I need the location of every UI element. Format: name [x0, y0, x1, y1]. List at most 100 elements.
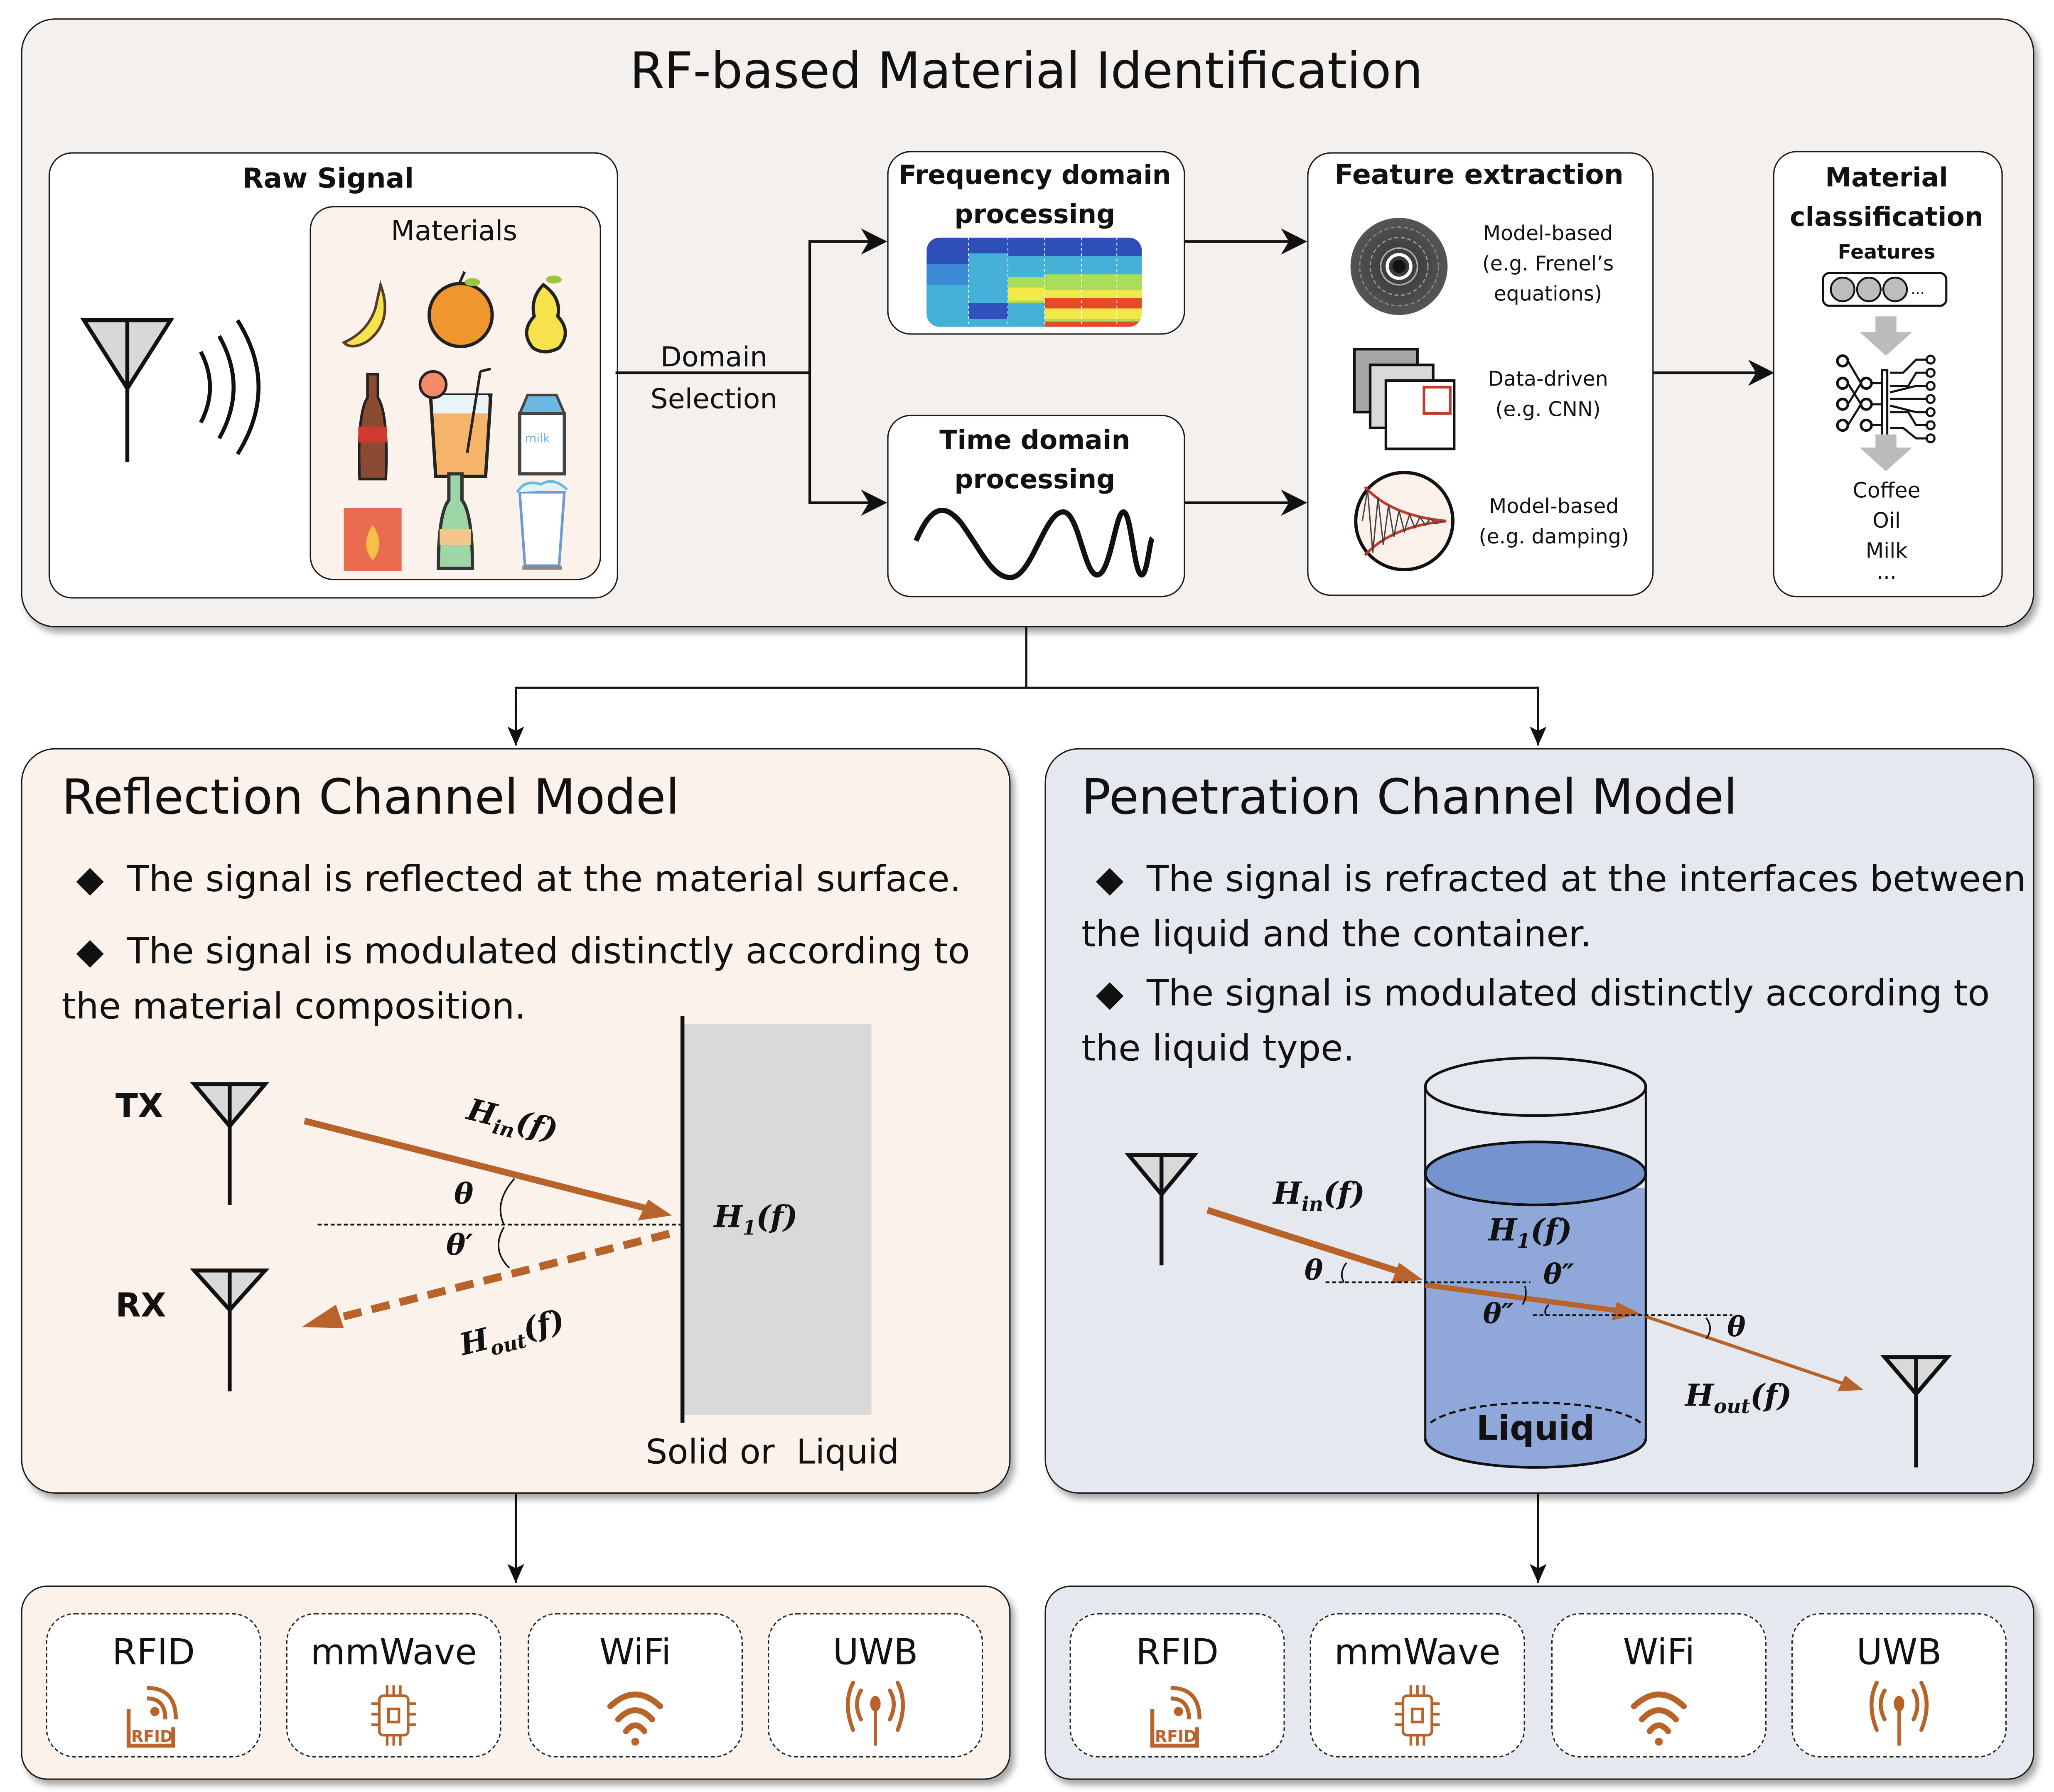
- feature-1-line2: (e.g. Frenel’s: [1482, 252, 1614, 276]
- output-milk: Milk: [1865, 538, 1908, 563]
- domain-selection-line1: Domain: [660, 341, 768, 373]
- tech-card-wifi[interactable]: WiFi: [1551, 1613, 1767, 1758]
- pen-h1-label: H1(f): [1488, 1212, 1572, 1253]
- tech-label: WiFi: [1623, 1632, 1695, 1674]
- feature-item-2-label: Data-driven (e.g. CNN): [1459, 365, 1636, 425]
- liquid-container: [1424, 1056, 1647, 1469]
- pear-icon: [525, 275, 567, 354]
- domain-selection-label: Domain Selection: [638, 336, 790, 420]
- svg-text:...: ...: [1911, 281, 1925, 298]
- raw-signal-heading: Raw Signal: [242, 162, 414, 194]
- time-waveform-icon: [914, 507, 1155, 580]
- reflection-title: Reflection Channel Model: [61, 769, 680, 826]
- incident-arrowhead: [638, 1200, 672, 1221]
- reflected-ray: [332, 1230, 671, 1323]
- tech-card-wifi[interactable]: WiFi: [527, 1613, 743, 1758]
- pen-h-in-label: Hin(f): [1273, 1176, 1365, 1217]
- output-oil: Oil: [1872, 508, 1901, 533]
- receive-antenna-icon: [1880, 1355, 1952, 1468]
- tech-card-uwb[interactable]: UWB: [768, 1613, 983, 1758]
- output-coffee: Coffee: [1853, 477, 1921, 503]
- liquid-label: Liquid: [1476, 1409, 1595, 1449]
- theta-prime-label: θ′: [446, 1228, 473, 1263]
- domain-selection-line2: Selection: [650, 383, 778, 415]
- frequency-line2: processing: [954, 198, 1115, 230]
- technologies-left-panel: RFID RFID mmWave WiFi: [21, 1586, 1011, 1780]
- signal-waves-icon: [199, 319, 261, 455]
- rfid-icon: RFID: [126, 1686, 178, 1748]
- tech-label: UWB: [1856, 1632, 1942, 1674]
- fuel-can-icon: [344, 508, 402, 571]
- uwb-antenna-icon: [846, 1681, 905, 1746]
- features-label: Features: [1838, 240, 1936, 264]
- wine-bottle-icon: [437, 472, 474, 570]
- penetration-bullet-2-line1: The signal is modulated distinctly accor…: [1146, 972, 1990, 1015]
- reflection-bullet-1: ◆ The signal is reflected at the materia…: [76, 852, 961, 907]
- time-line2: processing: [954, 463, 1115, 495]
- exit-ray: [1645, 1315, 1851, 1388]
- tech-card-uwb[interactable]: UWB: [1791, 1613, 2007, 1758]
- refracted-ray: [1425, 1282, 1623, 1314]
- penetration-bullet-2: ◆ The signal is modulated distinctly acc…: [1081, 966, 1990, 1076]
- cola-bottle-icon: [358, 373, 388, 481]
- svg-text:milk: milk: [525, 432, 550, 445]
- container-top: [1424, 1056, 1647, 1117]
- time-domain-heading: Time domain processing: [887, 420, 1182, 499]
- reflection-bullet-2: ◆ The signal is modulated distinctly acc…: [61, 924, 970, 1034]
- penetration-bullet-1-line1: The signal is refracted at the interface…: [1146, 858, 2026, 901]
- liquid-surface: [1424, 1141, 1647, 1207]
- rx-antenna-icon: [189, 1268, 270, 1391]
- banana-icon: [342, 280, 386, 348]
- reflected-arrowhead: [302, 1305, 344, 1328]
- pen-h-out-label: Hout(f): [1685, 1378, 1792, 1418]
- classification-line1: Material: [1825, 161, 1948, 193]
- down-arrow-icon-1: [1860, 316, 1912, 356]
- feature-item-3-label: Model-based (e.g. damping): [1462, 492, 1646, 553]
- cnn-layers-icon: [1353, 348, 1456, 450]
- classification-line2: classification: [1790, 201, 1983, 233]
- feature-2-line1: Data-driven: [1488, 367, 1608, 391]
- materials-heading: Materials: [391, 215, 518, 247]
- material-block: [682, 1024, 872, 1415]
- pen-theta-out-label: θ: [1727, 1310, 1746, 1343]
- feature-extraction-heading: Feature extraction: [1334, 159, 1624, 191]
- tech-label: mmWave: [310, 1632, 477, 1674]
- tech-card-rfid[interactable]: RFID RFID: [46, 1613, 261, 1758]
- down-arrow-icon-2: [1860, 434, 1912, 472]
- materials-grid: milk: [342, 271, 568, 571]
- chip-icon: [1395, 1685, 1440, 1746]
- tech-card-mmwave[interactable]: mmWave: [286, 1613, 501, 1758]
- tech-label: UWB: [833, 1632, 918, 1674]
- frequency-domain-heading: Frequency domain processing: [887, 155, 1182, 234]
- diagram-title: RF-based Material Identification: [629, 42, 1423, 100]
- feature-3-line2: (e.g. damping): [1479, 525, 1629, 549]
- incident-ray: [303, 1118, 655, 1214]
- theta-label: θ: [454, 1177, 474, 1212]
- orange-icon: [428, 271, 494, 348]
- reflection-bullet-2-line1: The signal is modulated distinctly accor…: [127, 930, 970, 973]
- transmit-antenna-icon: [1124, 1153, 1199, 1266]
- feature-3-line1: Model-based: [1489, 494, 1619, 519]
- tech-card-mmwave[interactable]: mmWave: [1310, 1613, 1525, 1758]
- technologies-right-panel: RFID RFID mmWave WiFi: [1044, 1586, 2034, 1780]
- tech-label: RFID: [1136, 1632, 1219, 1674]
- reflection-bullet-1-text: The signal is reflected at the material …: [127, 858, 961, 901]
- neural-network-icon: [1836, 354, 1936, 444]
- feature-1-line3: equations): [1494, 282, 1602, 306]
- penetration-bullet-1: ◆ The signal is refracted at the interfa…: [1081, 852, 2026, 962]
- uwb-antenna-icon: [1870, 1681, 1929, 1746]
- tech-card-rfid[interactable]: RFID RFID: [1069, 1613, 1285, 1758]
- reflection-bullet-2-line2: the material composition.: [61, 986, 526, 1028]
- tech-label: RFID: [112, 1632, 195, 1674]
- svg-text:RFID: RFID: [1155, 1727, 1197, 1745]
- penetration-bullet-1-line2: the liquid and the container.: [1081, 913, 1592, 956]
- svg-text:RFID: RFID: [131, 1727, 173, 1745]
- tech-label: mmWave: [1334, 1632, 1501, 1674]
- diamond-bullet-icon: ◆: [1096, 858, 1124, 901]
- time-line1: Time domain: [939, 424, 1130, 456]
- penetration-bullet-2-line2: the liquid type.: [1081, 1028, 1355, 1070]
- incident-ray-pen: [1206, 1207, 1405, 1276]
